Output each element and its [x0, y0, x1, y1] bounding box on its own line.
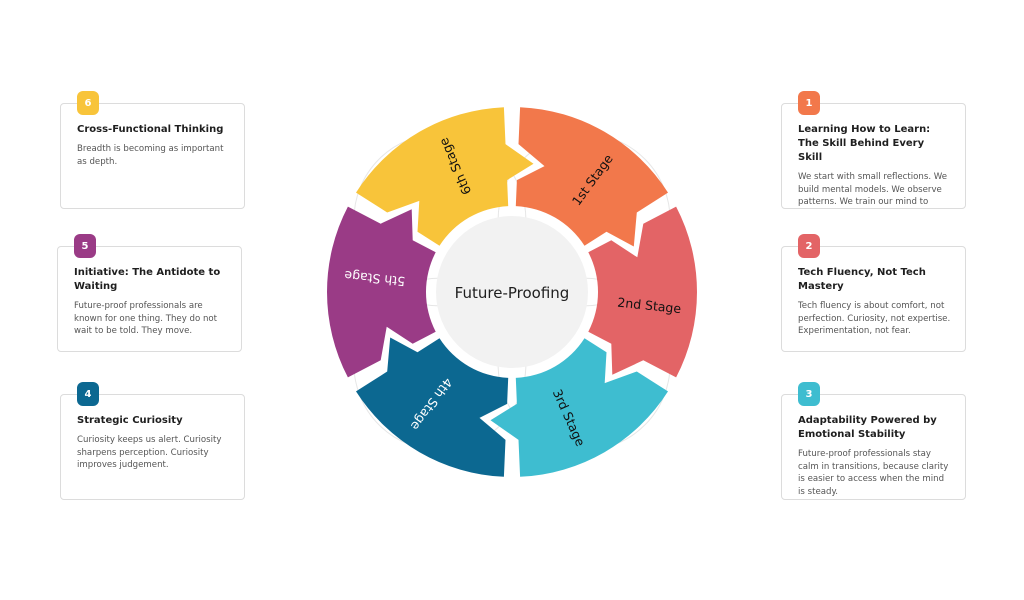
card-4: Strategic Curiosity Curiosity keeps us a… [60, 394, 245, 500]
card-1-title: Learning How to Learn: The Skill Behind … [798, 124, 931, 163]
center-circle [436, 216, 588, 368]
card-2-title: Tech Fluency, Not Tech Mastery [798, 267, 926, 292]
card-4-body: Curiosity keeps us alert. Curiosity shar… [77, 435, 222, 471]
card-6-body: Breadth is becoming as important as dept… [77, 144, 224, 167]
stage-segment-5 [327, 206, 436, 378]
card-5-number-badge: 5 [74, 234, 96, 258]
card-2: Tech Fluency, Not Tech Mastery Tech flue… [781, 246, 966, 352]
card-1-body: We start with small reflections. We buil… [798, 172, 948, 208]
card-4-title: Strategic Curiosity [77, 415, 183, 426]
stage-segments [327, 107, 697, 477]
stage-segment-4 [356, 337, 509, 477]
stage-segment-6 [356, 107, 534, 246]
stage-segment-1 [515, 107, 668, 247]
center-label: Future-Proofing [455, 284, 570, 302]
card-5-body: Future-proof professionals are known for… [74, 301, 218, 337]
card-5-title: Initiative: The Antidote to Waiting [74, 267, 221, 292]
card-3-title: Adaptability Powered by Emotional Stabil… [798, 415, 937, 440]
stage-segment-2 [588, 206, 697, 378]
card-2-number-badge: 2 [798, 234, 820, 258]
card-3-body: Future-proof professionals stay calm in … [798, 449, 949, 497]
card-3: Adaptability Powered by Emotional Stabil… [781, 394, 966, 500]
card-3-number-badge: 3 [798, 382, 820, 406]
card-5: Initiative: The Antidote to Waiting Futu… [57, 246, 242, 352]
stage-segment-3 [490, 338, 668, 477]
card-6: Cross-Functional Thinking Breadth is bec… [60, 103, 245, 209]
stage-label-5: 5th Stage [343, 268, 405, 289]
card-1-number-badge: 1 [798, 91, 820, 115]
card-6-title: Cross-Functional Thinking [77, 124, 224, 135]
card-1: Learning How to Learn: The Skill Behind … [781, 103, 966, 209]
card-2-body: Tech fluency is about comfort, not perfe… [798, 301, 951, 337]
stage-label-2: 2nd Stage [617, 295, 682, 317]
card-6-number-badge: 6 [77, 91, 99, 115]
card-4-number-badge: 4 [77, 382, 99, 406]
